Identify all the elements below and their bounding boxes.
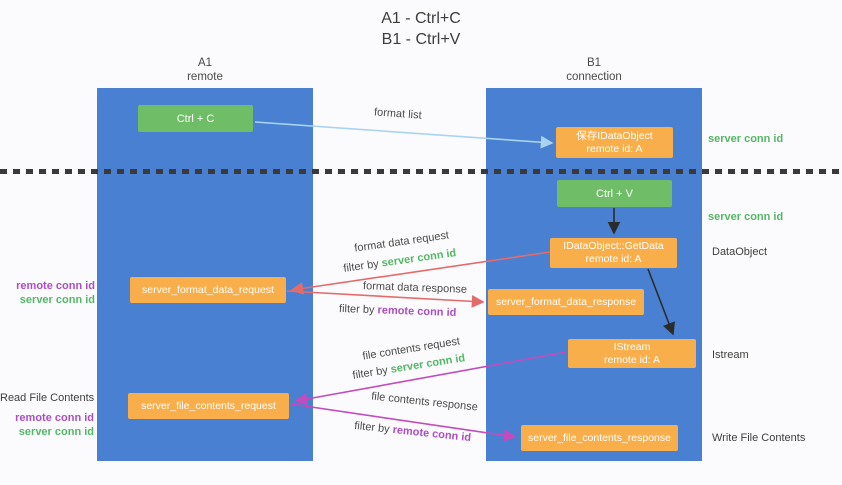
server-conn-id-annotation-mid: server conn id: [708, 211, 784, 223]
column-a1-name: A1: [197, 57, 213, 69]
title-line-1: A1 - Ctrl+C: [381, 10, 461, 27]
istream-line2: remote id: A: [603, 353, 661, 366]
server-format-data-response-box: server_format_data_response: [488, 289, 644, 315]
dataobject-annotation: DataObject: [712, 246, 768, 258]
column-header-a1: A1 remote: [97, 56, 313, 84]
left-conn-id-stack-1: remote conn id server conn id: [0, 279, 95, 307]
istream-line1: IStream: [613, 340, 651, 353]
write-file-contents-annotation: Write File Contents: [712, 432, 806, 444]
server-file-contents-request-box: server_file_contents_request: [128, 393, 289, 419]
file-contents-response-label: file contents response: [370, 390, 479, 414]
server-format-data-request-label: server_format_data_request: [142, 283, 274, 296]
istream-annotation: Istream: [712, 349, 749, 361]
filter-by-text: filter by: [353, 419, 394, 436]
title-line-2: B1 - Ctrl+V: [381, 31, 461, 48]
server-file-contents-response-box: server_file_contents_response: [521, 425, 678, 451]
left-conn-id-stack-2: remote conn id server conn id: [0, 411, 94, 439]
getdata-line2: remote id: A: [585, 253, 642, 265]
save-idataobject-box: 保存IDataObject remote id: A: [556, 127, 673, 158]
save-idataobject-line1: 保存IDataObject: [576, 129, 653, 142]
filter-by-text: filter by: [342, 257, 383, 275]
ctrl-c-label: Ctrl + C: [176, 112, 215, 125]
remote-conn-id-text: remote conn id: [391, 423, 472, 445]
getdata-line1: IDataObject::GetData: [563, 240, 664, 252]
remote-conn-id-annotation-2: remote conn id: [15, 412, 94, 424]
filter-by-text: filter by: [338, 302, 378, 317]
remote-conn-id-text: remote conn id: [377, 304, 457, 320]
format-data-response-filter: filter by remote conn id: [339, 303, 457, 319]
server-file-contents-response-label: server_file_contents_response: [527, 431, 671, 444]
file-contents-response-filter: filter by remote conn id: [354, 420, 472, 444]
ctrl-v-box: Ctrl + V: [557, 180, 672, 207]
getdata-box: IDataObject::GetData remote id: A: [550, 238, 677, 268]
save-idataobject-line2: remote id: A: [586, 142, 643, 155]
server-conn-id-text: server conn id: [380, 247, 458, 270]
column-a1-subtitle: remote: [187, 71, 223, 83]
istream-box: IStream remote id: A: [568, 339, 696, 368]
server-format-data-request-box: server_format_data_request: [130, 277, 286, 303]
server-conn-id-annotation-top: server conn id: [708, 133, 784, 145]
read-file-contents-annotation: Read File Contents: [0, 392, 95, 404]
server-file-contents-request-label: server_file_contents_request: [141, 399, 276, 412]
column-b1-subtitle: connection: [566, 71, 622, 83]
ctrl-v-label: Ctrl + V: [596, 187, 633, 200]
server-format-data-response-label: server_format_data_response: [495, 295, 637, 308]
column-b1-name: B1: [586, 57, 602, 69]
diagram-title: A1 - Ctrl+C B1 - Ctrl+V: [0, 8, 842, 50]
filter-by-text: filter by: [351, 363, 392, 382]
column-header-b1: B1 connection: [486, 56, 702, 84]
format-data-response-label: format data response: [362, 280, 468, 296]
dashed-separator: [0, 169, 842, 174]
format-list-label: format list: [373, 106, 423, 122]
server-conn-id-annotation-1: server conn id: [19, 294, 95, 306]
ctrl-c-box: Ctrl + C: [138, 105, 253, 132]
server-conn-id-annotation-2: server conn id: [18, 426, 94, 438]
remote-conn-id-annotation-1: remote conn id: [16, 280, 95, 292]
